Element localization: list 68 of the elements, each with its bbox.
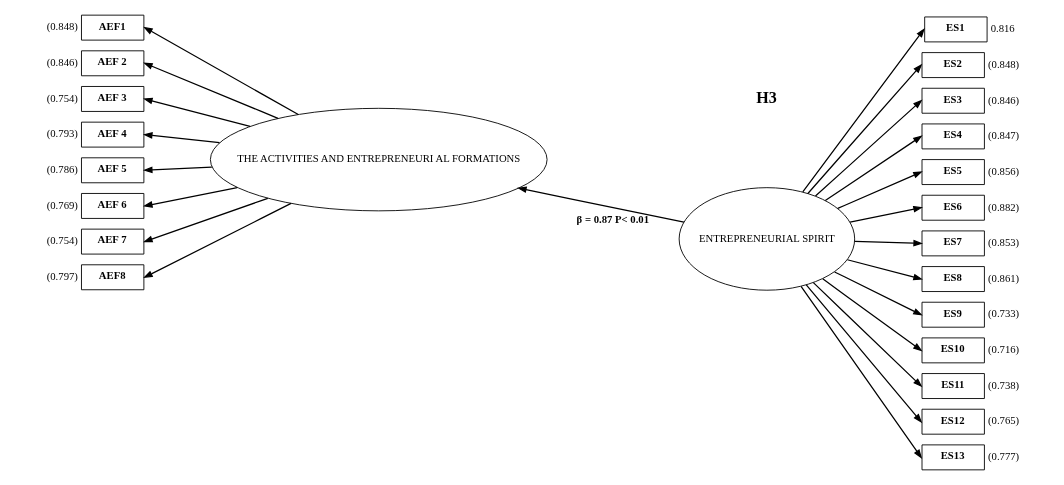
node-box: AEF 4 <box>80 121 144 148</box>
node-box: ES4 <box>921 123 985 150</box>
node-label: (0.882) <box>987 200 1019 213</box>
node-box: AEF 7 <box>80 228 144 255</box>
arrow <box>799 285 922 459</box>
arrow <box>821 278 923 352</box>
label: H3 <box>755 88 777 106</box>
arrow <box>812 282 922 388</box>
node-label: (0.754) <box>46 234 78 247</box>
node-label: (0.716) <box>987 343 1019 356</box>
node-label: (0.861) <box>987 271 1019 284</box>
arrow <box>814 99 922 197</box>
arrow <box>142 186 238 208</box>
node-box: ES7 <box>921 230 985 257</box>
arrow <box>806 63 922 195</box>
node-box: ES3 <box>921 87 985 114</box>
node-label: (0.769) <box>46 198 78 211</box>
arrow <box>142 197 268 243</box>
node-box: AEF1 <box>80 14 144 41</box>
arrow <box>848 205 923 223</box>
node-box: ES6 <box>921 194 985 221</box>
node-box: ES10 <box>921 337 985 364</box>
node-box: ES8 <box>921 266 985 292</box>
node-label: (0.846) <box>987 93 1019 106</box>
arrow <box>801 27 925 193</box>
arrow <box>142 202 292 279</box>
node-label: (0.777) <box>987 450 1019 463</box>
node-label: (0.765) <box>987 414 1019 427</box>
arrow <box>853 239 923 247</box>
node-label: (0.733) <box>987 307 1019 320</box>
node-box: AEF8 <box>80 264 144 291</box>
arrow <box>824 135 923 202</box>
node-box: ES11 <box>921 373 985 399</box>
arrow <box>142 26 299 116</box>
node-box: ES1 <box>923 16 988 43</box>
arrow <box>142 97 251 127</box>
node-label: (0.738) <box>987 378 1019 391</box>
node-label: (0.848) <box>987 57 1019 70</box>
node-label: (0.786) <box>46 163 78 176</box>
arrow <box>142 166 212 174</box>
edge-label: β = 0.87 P< 0.01 <box>576 212 649 225</box>
node-box: ES5 <box>921 159 985 185</box>
node-box: AEF 3 <box>80 86 144 112</box>
node-box: ES9 <box>921 301 985 328</box>
arrow <box>836 171 923 210</box>
arrow <box>833 271 923 316</box>
node-label: (0.848) <box>46 20 78 33</box>
arrow <box>805 284 922 424</box>
node-label: (0.846) <box>46 56 78 69</box>
node-label: (0.793) <box>46 127 78 140</box>
node-box: AEF 5 <box>80 157 144 184</box>
node-box: AEF 6 <box>80 193 144 219</box>
node-label: (0.853) <box>987 236 1019 249</box>
arrow <box>142 62 279 119</box>
node-label: (0.797) <box>46 270 78 283</box>
node-box: AEF 2 <box>80 50 144 77</box>
arrow <box>516 186 685 223</box>
node-label: (0.754) <box>46 91 78 104</box>
node-box: ES12 <box>921 408 985 435</box>
arrow <box>142 132 220 144</box>
node-label: (0.847) <box>987 129 1019 142</box>
arrow <box>846 259 923 281</box>
node-ellipse: THE ACTIVITIES AND ENTREPRENEURI AL FORMATIONS <box>209 107 548 212</box>
node-ellipse: ENTREPRENEURIAL SPIRIT <box>678 187 855 291</box>
node-box: ES13 <box>921 444 985 471</box>
node-label: (0.856) <box>987 164 1019 177</box>
node-box: ES2 <box>921 52 985 78</box>
node-label: 0.816 <box>990 22 1015 35</box>
